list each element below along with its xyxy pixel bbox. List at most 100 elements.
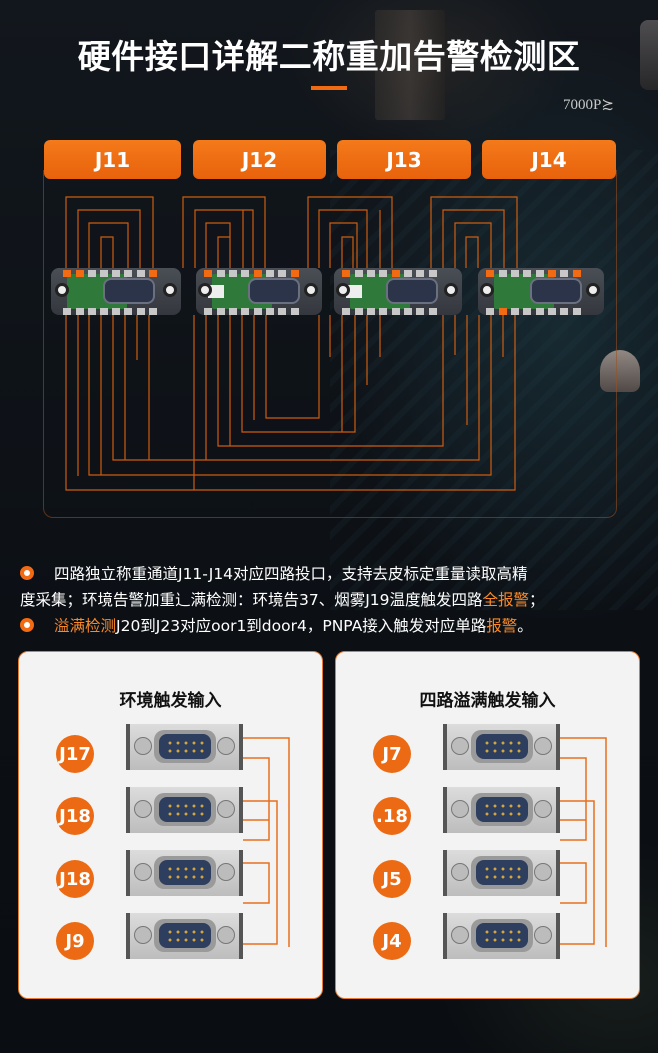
pin: [124, 270, 132, 277]
pin: [536, 308, 544, 315]
pin: [266, 270, 274, 277]
pin: [88, 270, 96, 277]
pin: [548, 308, 556, 315]
pin: [367, 308, 375, 315]
pin: [416, 270, 424, 277]
mount-hole: [444, 283, 458, 297]
trace: [560, 800, 595, 945]
pin: [511, 308, 519, 315]
port-badge[interactable]: J18: [56, 860, 94, 898]
pin: [291, 270, 299, 277]
pin: [355, 308, 363, 315]
highlight-text: 溢满检测: [54, 617, 117, 635]
bullet-icon: [20, 566, 34, 580]
pin: [204, 308, 212, 315]
pin: [124, 308, 132, 315]
db9-port-icon: [126, 724, 243, 770]
overflow-trigger-card: 四路溢满触发输入 J7 .18 J5 J4: [335, 651, 640, 999]
port-badge[interactable]: J9: [56, 922, 94, 960]
weigh-channel-panel: [43, 170, 617, 518]
pin: [342, 308, 350, 315]
mount-hole: [480, 283, 494, 297]
pin: [217, 308, 225, 315]
pin: [217, 270, 225, 277]
trace: [560, 737, 607, 947]
pin: [100, 308, 108, 315]
channel-tab-j13[interactable]: J13: [337, 140, 471, 179]
db9-port-icon: [443, 913, 560, 959]
pin: [560, 308, 568, 315]
pin: [429, 308, 437, 315]
card-title: 环境触发输入: [119, 691, 222, 711]
pin: [573, 270, 581, 277]
db9-port-icon: [443, 787, 560, 833]
db9-port-icon: [126, 913, 243, 959]
trace: [243, 737, 290, 947]
bullet-line: 四路独立称重通道J11-J14对应四路投口，支持去皮标定重量读取高精: [20, 561, 650, 587]
channel-tab-j12[interactable]: J12: [193, 140, 326, 179]
db9-port-icon: [126, 850, 243, 896]
trace: [560, 862, 587, 904]
port-badge[interactable]: J7: [373, 735, 411, 773]
environment-trigger-card: 环境触发输入 J17 J18 J18 J9: [18, 651, 323, 999]
port-badge[interactable]: J5: [373, 860, 411, 898]
pin: [149, 308, 157, 315]
capacitor-decoration: [600, 350, 640, 392]
pin: [560, 270, 568, 277]
port-badge[interactable]: J17: [56, 735, 94, 773]
trace: [243, 862, 270, 904]
pin: [355, 270, 363, 277]
load-cell-board-j14: [478, 268, 604, 315]
pin: [266, 308, 274, 315]
pin: [342, 270, 350, 277]
pin: [291, 308, 299, 315]
title-underline: [311, 86, 347, 90]
port-badge[interactable]: .18: [373, 797, 411, 835]
pin: [149, 270, 157, 277]
pin: [100, 270, 108, 277]
pin: [278, 308, 286, 315]
db9-port-icon: [443, 724, 560, 770]
pin: [367, 270, 375, 277]
port-badge[interactable]: J18: [56, 797, 94, 835]
pin: [63, 270, 71, 277]
feature-description: 四路独立称重通道J11-J14对应四路投口，支持去皮标定重量读取高精 度采集；环…: [20, 561, 650, 639]
capacitor-decoration: [640, 20, 658, 90]
port-badge[interactable]: J4: [373, 922, 411, 960]
trace: [560, 757, 587, 841]
pin: [573, 308, 581, 315]
bullet-text: 度采集；环境告警加重辶满检测：环境告37、烟雾J19温度触发四路: [20, 591, 483, 609]
chip-decoration: [375, 10, 445, 120]
pin: [229, 270, 237, 277]
channel-tab-j14[interactable]: J14: [482, 140, 616, 179]
bullet-text: 四路独立称重通道J11-J14对应四路投口，支持去皮标定重量读取高精: [54, 565, 528, 583]
jst-connector: [346, 285, 362, 298]
bullet-line: 溢满检测J20到J23对应oor1到door4，PNPA接入触发对应单路报警。: [20, 613, 650, 639]
db9-port-icon: [443, 850, 560, 896]
pin: [486, 270, 494, 277]
pin: [523, 308, 531, 315]
pin: [416, 308, 424, 315]
pin: [392, 308, 400, 315]
db9-port-icon: [126, 787, 243, 833]
jst-connector: [208, 285, 224, 298]
channel-tab-j11[interactable]: J11: [44, 140, 181, 179]
pin: [254, 308, 262, 315]
pin: [278, 270, 286, 277]
mount-hole: [55, 283, 69, 297]
pin: [76, 270, 84, 277]
bullet-line: 度采集；环境告警加重辶满检测：环境告37、烟雾J19温度触发四路全报警；: [20, 587, 650, 613]
load-cell-board-j13: [334, 268, 462, 315]
load-cell-board-j11: [51, 268, 181, 315]
pin: [76, 308, 84, 315]
bullet-text: 。: [517, 617, 533, 635]
pin: [536, 270, 544, 277]
pin: [486, 308, 494, 315]
pin: [112, 308, 120, 315]
highlight-text: 全报警: [482, 591, 530, 609]
bullet-text: J20到J23对应oor1到door4，PNPA接入触发对应单路: [116, 617, 487, 635]
pin: [241, 308, 249, 315]
mount-hole: [586, 283, 600, 297]
pin: [254, 270, 262, 277]
bullet-icon: [20, 618, 34, 632]
